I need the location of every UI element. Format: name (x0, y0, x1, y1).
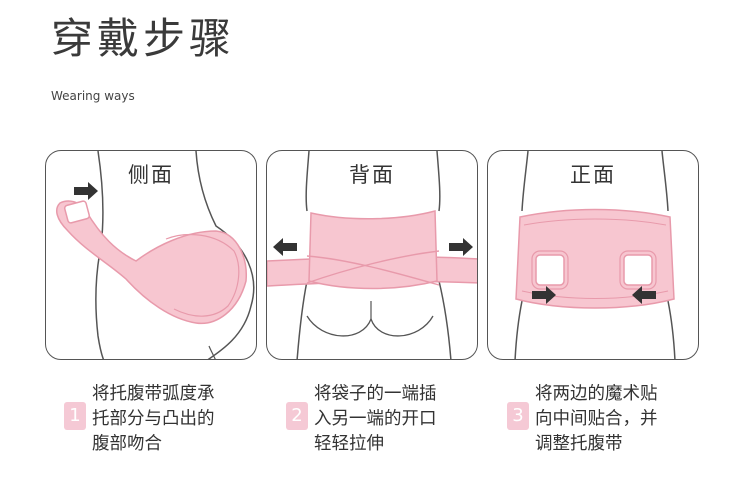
panel-label-side: 侧面 (128, 163, 174, 187)
side-view-illustration (55, 151, 255, 359)
back-view-panel: 背面 (266, 150, 478, 360)
front-view-illustration (514, 151, 676, 359)
side-view-panel: 侧面 (45, 150, 257, 360)
step-number-badge: 1 (64, 402, 86, 430)
step-number-badge: 3 (507, 402, 529, 430)
back-view-illustration (267, 151, 477, 359)
step-1-text: 将托腹带弧度承 托部分与凸出的 腹部吻合 (92, 384, 215, 454)
step-3-text: 将两边的魔术贴 向中间贴合，并 调整托腹带 (535, 384, 658, 454)
step-number-badge: 2 (286, 402, 308, 430)
front-view-panel: 正面 (487, 150, 699, 360)
step-2-text: 将袋子的一端插 入另一端的开口 轻轻拉伸 (314, 384, 437, 454)
page-subtitle: Wearing ways (51, 89, 135, 103)
panel-label-back: 背面 (349, 163, 395, 187)
page-title: 穿戴步骤 (51, 14, 236, 63)
panel-label-front: 正面 (570, 163, 616, 187)
